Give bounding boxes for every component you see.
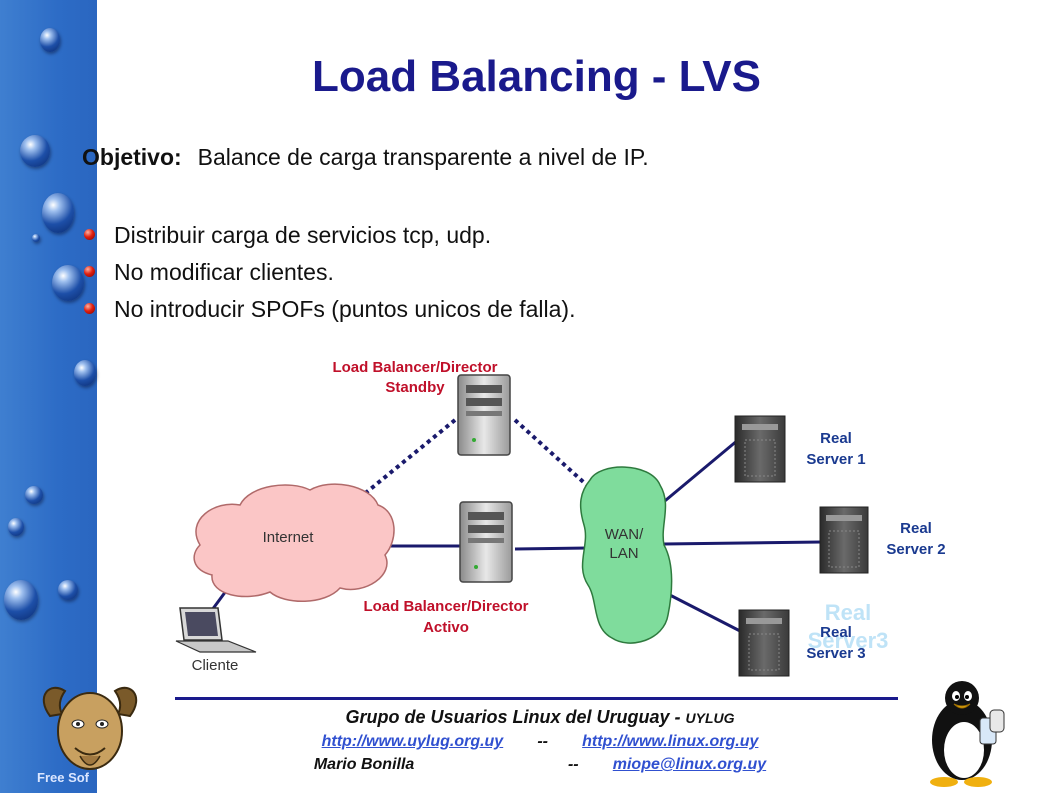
bullet-item: Distribuir carga de servicios tcp, udp.: [84, 220, 575, 257]
objective-line: Objetivo: Balance de carga transparente a…: [82, 144, 649, 171]
standby-label-line2: Standby: [385, 379, 445, 396]
internet-label: Internet: [263, 529, 315, 546]
server1-label-line1: Real: [820, 430, 852, 447]
footer-divider: [175, 697, 898, 700]
wan-label-line2: LAN: [609, 545, 638, 562]
internet-cloud-icon: [193, 483, 395, 602]
server2-label-line2: Server 2: [886, 541, 945, 558]
footer-author: Mario Bonilla -- miope@linux.org.uy: [150, 756, 930, 774]
bullet-text: Distribuir carga de servicios tcp, udp.: [114, 222, 492, 248]
bullet-icon: [84, 266, 95, 277]
link-wan-server2: [663, 540, 823, 546]
footer-separator: --: [567, 756, 579, 773]
footer-group: Grupo de Usuarios Linux del Uruguay - UY…: [150, 707, 930, 728]
server2-label-line1: Real: [900, 520, 932, 537]
bubble-icon: [32, 234, 40, 242]
ghost-label-line1: Real: [825, 600, 871, 625]
bullet-text: No modificar clientes.: [114, 259, 334, 285]
footer-group-name: Grupo de Usuarios Linux del Uruguay -: [345, 707, 686, 727]
link-wan-server1: [659, 438, 739, 507]
gnu-logo-icon: [42, 686, 138, 770]
real-server-1-icon: [734, 415, 786, 483]
author-name: Mario Bonilla: [313, 756, 415, 773]
real-server-3-icon: [738, 609, 790, 677]
footer-group-abbr: UYLUG: [685, 710, 735, 726]
standby-director-server-icon: [457, 374, 511, 456]
standby-label-line1: Load Balancer/Director: [332, 359, 497, 376]
linux-org-link[interactable]: http://www.linux.org.uy: [582, 733, 759, 750]
bubble-icon: [4, 580, 38, 620]
bubble-icon: [74, 360, 96, 386]
bubble-icon: [8, 518, 24, 536]
bubble-icon: [20, 135, 50, 167]
bubble-icon: [25, 486, 43, 504]
sidebar-decoration: [0, 0, 97, 793]
link-wan-server3: [663, 590, 743, 634]
bubble-icon: [40, 28, 60, 52]
client-laptop-icon: [175, 607, 257, 653]
author-email-link[interactable]: miope@linux.org.uy: [612, 756, 767, 773]
tux-penguin-icon: [930, 681, 1005, 787]
active-director-server-icon: [459, 501, 513, 583]
uylug-link[interactable]: http://www.uylug.org.uy: [321, 733, 504, 750]
bullet-item: No modificar clientes.: [84, 257, 575, 294]
link-standby-internet: [355, 418, 457, 502]
bullet-item: No introducir SPOFs (puntos unicos de fa…: [84, 294, 575, 331]
client-label: Cliente: [192, 657, 239, 674]
active-label-line1: Load Balancer/Director: [363, 598, 528, 615]
server1-label-line2: Server 1: [806, 451, 865, 468]
real-server-2-icon: [819, 506, 869, 574]
page-title: Load Balancing - LVS: [311, 52, 761, 101]
footer-links: http://www.uylug.org.uy -- http://www.li…: [150, 733, 930, 751]
objective-label: Objetivo:: [82, 144, 182, 170]
link-active-wan: [514, 546, 589, 551]
server3-label-line1: Real: [820, 624, 852, 641]
wan-lan-cloud-icon: [579, 466, 673, 644]
active-label-line2: Activo: [423, 619, 469, 636]
sidebar-brand-text: Free Sof: [37, 770, 90, 785]
bubble-icon: [58, 580, 78, 600]
bullet-text: No introducir SPOFs (puntos unicos de fa…: [114, 296, 576, 322]
bullet-list: Distribuir carga de servicios tcp, udp. …: [84, 220, 575, 331]
bullet-icon: [84, 229, 95, 240]
wan-label-line1: WAN/: [605, 526, 644, 543]
ghost-label-line2: Server3: [808, 628, 889, 653]
bubble-icon: [42, 193, 74, 233]
bullet-icon: [84, 303, 95, 314]
footer-separator: --: [537, 733, 548, 750]
objective-text: Balance de carga transparente a nivel de…: [197, 144, 649, 170]
link-standby-wan: [513, 418, 592, 490]
server3-label-line2: Server 3: [806, 645, 865, 662]
bubble-icon: [52, 265, 84, 301]
